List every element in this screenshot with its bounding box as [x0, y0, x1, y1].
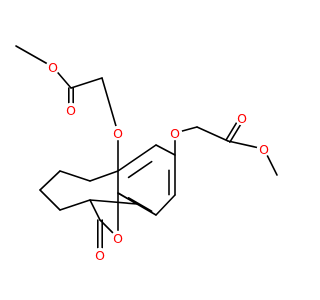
oxygen-atom-label: O [113, 126, 123, 141]
oxygen-atom-label: O [259, 142, 269, 157]
bond-a2-a3 [155, 144, 176, 156]
atom-backdrop [256, 141, 272, 157]
bond-c13-a7 [89, 199, 138, 205]
bond-c10-c11 [39, 170, 61, 191]
aromatic-bond-a1-a2 [127, 160, 153, 179]
bond-c11-c12 [39, 189, 61, 211]
atom-backdrop [63, 102, 79, 118]
bond-c13-c14 [89, 199, 101, 221]
oxygen-atom-label: O [95, 248, 105, 263]
bond-a4-a5 [155, 194, 176, 216]
atom-backdrop [167, 125, 183, 141]
oxygen-atom-label: O [113, 231, 123, 246]
bond-c9-c10 [59, 170, 91, 182]
bond-c1-c2 [70, 77, 103, 89]
bond-a1-a2 [117, 144, 157, 172]
atom-backdrop [234, 110, 250, 126]
atom-backdrop [92, 247, 108, 263]
oxygen-atom-label: O [170, 126, 180, 141]
bond-a6-a7 [117, 192, 138, 205]
bond-a1-c9 [89, 170, 119, 182]
oxygen-atom-label: O [66, 103, 76, 118]
oxygen-atom-label: O [237, 111, 247, 126]
bond-c3-c4 [196, 126, 229, 142]
atom-backdrop [110, 230, 126, 246]
bond-layer [15, 45, 278, 256]
bond-c2-o3 [101, 77, 119, 134]
aromatic-bond-a5-a6 [127, 196, 153, 212]
oxygen-atom-label: O [48, 60, 58, 75]
atom-backdrop [45, 59, 61, 75]
bond-c12-c13 [59, 199, 91, 211]
atom-backdrop [110, 125, 126, 141]
